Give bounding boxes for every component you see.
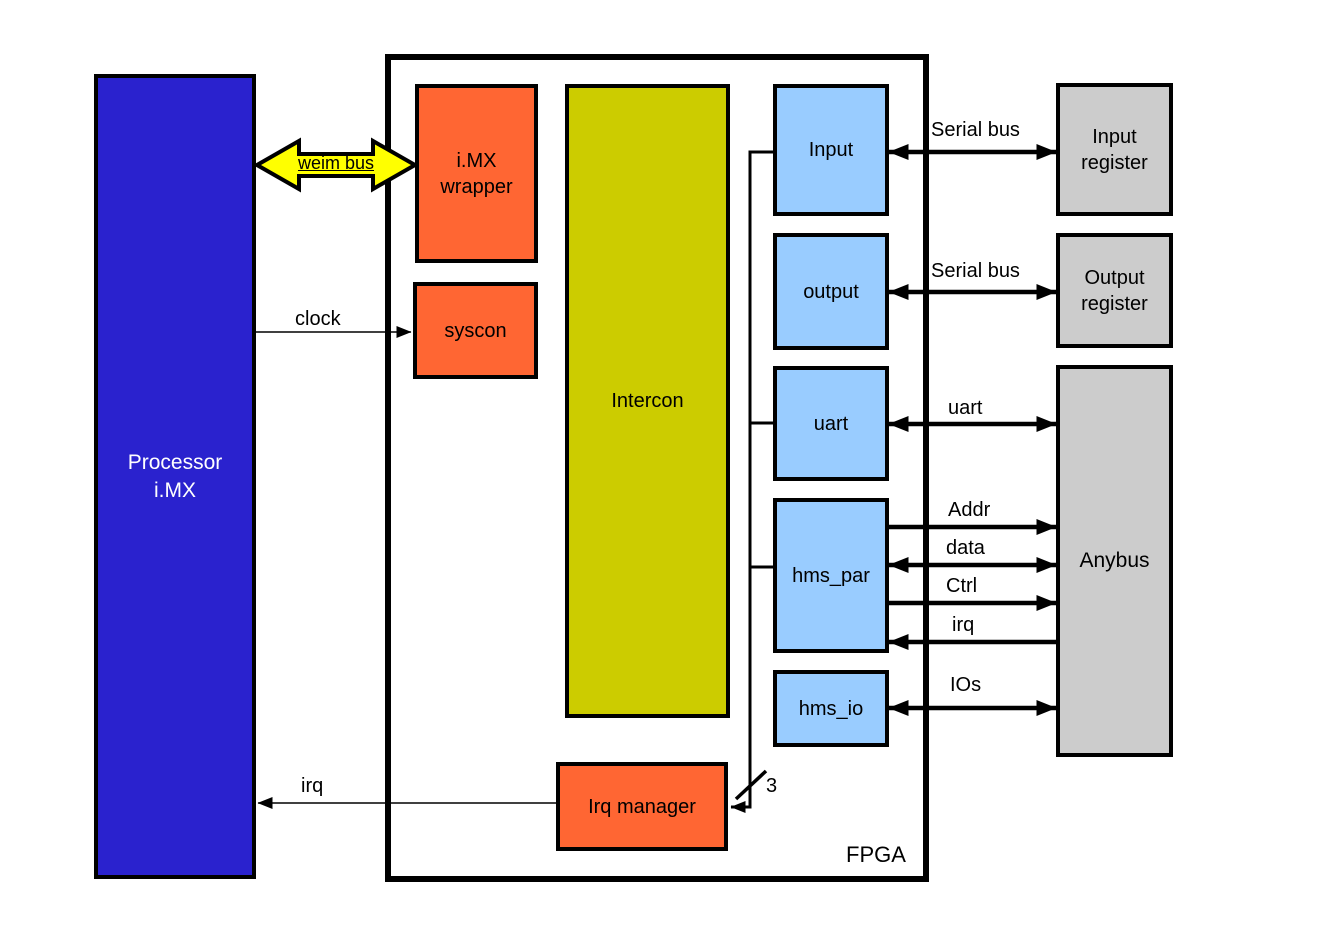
serial-bus-input-label: Serial bus <box>931 119 1020 141</box>
output-register-block: Output register <box>1056 233 1173 348</box>
ctrl-label: Ctrl <box>946 575 978 597</box>
irq-bus-width-label: 3 <box>766 775 778 797</box>
hms-io-block: hms_io <box>773 670 889 747</box>
intercon-block: Intercon <box>565 84 730 718</box>
uart-block: uart <box>773 366 889 481</box>
syscon-block: syscon <box>413 282 538 379</box>
input-register-block: Input register <box>1056 83 1173 216</box>
uart-label: uart <box>948 397 983 419</box>
irq-anybus-label: irq <box>952 614 975 636</box>
clock-label: clock <box>295 308 341 330</box>
weim-bus-label: weim bus <box>297 153 375 173</box>
addr-label: Addr <box>948 499 991 521</box>
ios-label: IOs <box>950 674 982 696</box>
anybus-block: Anybus <box>1056 365 1173 757</box>
fpga-label: FPGA <box>846 842 906 867</box>
serial-bus-output-label: Serial bus <box>931 260 1020 282</box>
hms-par-block: hms_par <box>773 498 889 653</box>
fpga-boundary <box>385 54 929 882</box>
input-block: Input <box>773 84 889 216</box>
data-label: data <box>946 537 985 559</box>
output-block: output <box>773 233 889 350</box>
irq-manager-block: Irq manager <box>556 762 728 851</box>
imx-wrapper-block: i.MX wrapper <box>415 84 538 263</box>
processor-block: Processor i.MX <box>94 74 256 879</box>
irq-processor-label: irq <box>301 775 324 797</box>
